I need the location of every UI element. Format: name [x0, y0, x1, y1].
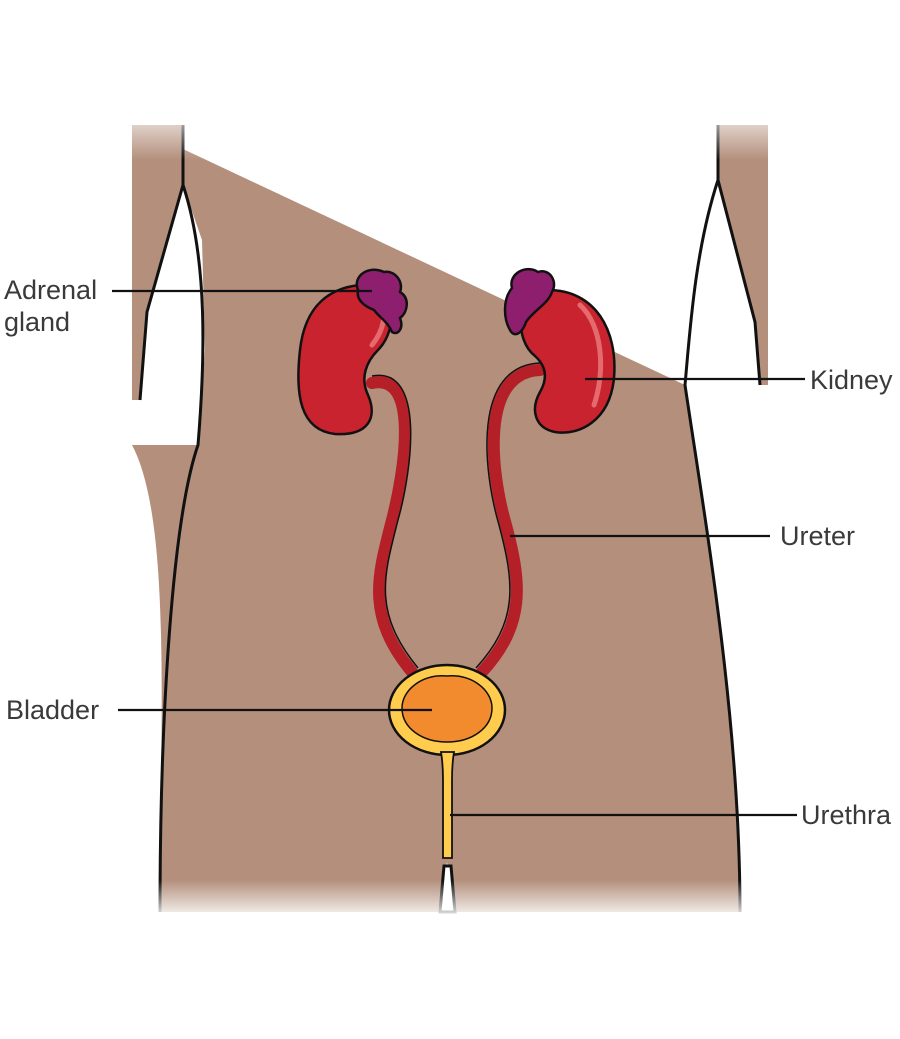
right-ureter-outline [475, 362, 541, 669]
left-adrenal-gland [355, 268, 408, 335]
bottom-fade [120, 880, 780, 920]
right-kidney [519, 288, 616, 434]
kidney-label: Kidney [810, 365, 893, 395]
torso-right-outline [683, 125, 742, 913]
left-ureter-outline [371, 374, 419, 669]
torso [132, 125, 768, 912]
right-kidney-highlight [577, 302, 604, 408]
urethra [439, 751, 456, 859]
adrenal-gland-label-line2: gland [4, 307, 71, 337]
adrenal-gland-label: Adrenal gland [4, 274, 97, 338]
bladder-label: Bladder [6, 695, 100, 725]
bladder-inner [401, 675, 493, 743]
left-armpit-gap [132, 185, 205, 445]
right-arm-outline [716, 179, 762, 386]
right-ureter [476, 364, 546, 678]
left-kidney [297, 283, 394, 436]
ureter-label: Ureter [780, 521, 856, 551]
left-ureter [366, 376, 418, 678]
urethra-label: Urethra [801, 800, 892, 830]
top-fade [120, 100, 780, 160]
right-adrenal-gland [503, 267, 556, 336]
left-arm-outline [138, 184, 185, 401]
adrenal-gland-label-line1: Adrenal [4, 275, 98, 305]
torso-left-outline [158, 125, 205, 913]
